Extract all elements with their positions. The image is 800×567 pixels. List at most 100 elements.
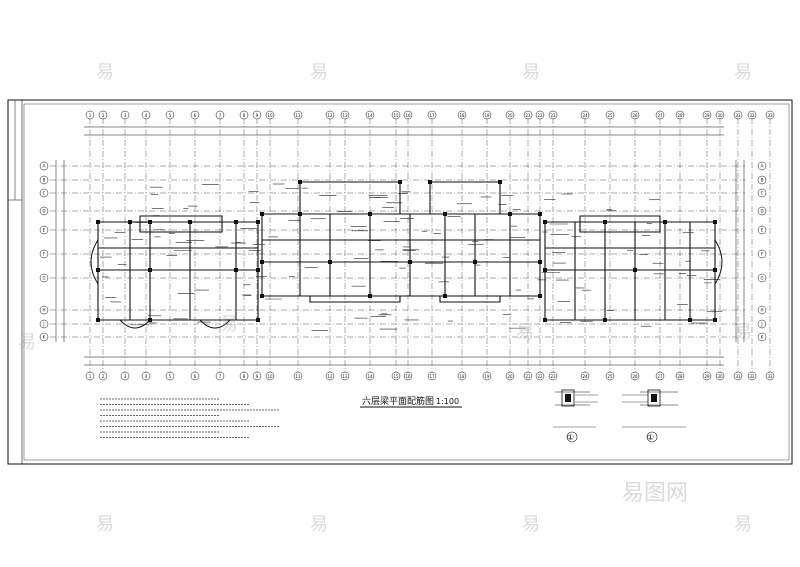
axis-label: 11 bbox=[295, 113, 301, 118]
axis-bubble bbox=[535, 110, 545, 120]
axis-label: 28 bbox=[677, 113, 683, 118]
axis-label: 24 bbox=[582, 374, 588, 379]
axis-bubble bbox=[733, 110, 743, 120]
axis-label: 26 bbox=[632, 113, 638, 118]
axis-bubble bbox=[715, 371, 725, 381]
axis-label: 29 bbox=[704, 113, 710, 118]
detail-mark-circle bbox=[646, 431, 658, 443]
axis-label: 9 bbox=[256, 374, 259, 379]
axis-label: B bbox=[761, 178, 764, 183]
axis-bubble bbox=[505, 110, 515, 120]
axis-label: 7 bbox=[219, 113, 222, 118]
column bbox=[473, 260, 477, 264]
column bbox=[443, 212, 447, 216]
axis-label: 15 bbox=[393, 374, 399, 379]
axis-bubble bbox=[39, 273, 49, 283]
column bbox=[538, 260, 542, 264]
column bbox=[256, 220, 260, 224]
axis-label: G bbox=[760, 276, 763, 281]
axis-bubble bbox=[482, 371, 492, 381]
axis-bubble bbox=[757, 225, 767, 235]
column bbox=[188, 220, 192, 224]
axis-label: B bbox=[43, 178, 46, 183]
axis-bubble bbox=[757, 273, 767, 283]
axis-bubble bbox=[548, 110, 558, 120]
axis-label: 20 bbox=[507, 374, 513, 379]
column bbox=[260, 294, 264, 298]
axis-label: 16 bbox=[405, 374, 411, 379]
axis-label: 31 bbox=[735, 113, 741, 118]
drawing-title: 六层梁平面配筋图 bbox=[362, 395, 434, 407]
axis-bubble bbox=[675, 371, 685, 381]
axis-label: 28 bbox=[677, 374, 683, 379]
column bbox=[298, 180, 302, 184]
axis-bubble bbox=[39, 225, 49, 235]
column bbox=[713, 268, 717, 272]
axis-label: 3 bbox=[124, 113, 127, 118]
column bbox=[498, 180, 502, 184]
column bbox=[148, 318, 152, 322]
column bbox=[256, 268, 260, 272]
column bbox=[543, 268, 547, 272]
axis-bubble bbox=[630, 371, 640, 381]
axis-label: 14 bbox=[367, 374, 373, 379]
axis-bubble bbox=[215, 110, 225, 120]
axis-bubble bbox=[39, 175, 49, 185]
axis-label: 19 bbox=[484, 113, 490, 118]
detail-2: ① bbox=[622, 389, 686, 443]
axis-bubble bbox=[39, 319, 49, 329]
axis-bubble bbox=[605, 110, 615, 120]
axis-label: 25 bbox=[607, 374, 613, 379]
axis-label: 15 bbox=[393, 113, 399, 118]
axis-label: 1 bbox=[89, 113, 92, 118]
beam-line bbox=[261, 213, 541, 297]
axis-label: 32 bbox=[749, 113, 755, 118]
axis-bubble bbox=[39, 188, 49, 198]
axis-label: 19 bbox=[484, 374, 490, 379]
axis-label: 16 bbox=[405, 113, 411, 118]
axis-bubble bbox=[340, 110, 350, 120]
column bbox=[408, 260, 412, 264]
axis-label: K bbox=[761, 335, 764, 340]
axis-bubble bbox=[523, 110, 533, 120]
axis-label: 21 bbox=[525, 374, 531, 379]
column bbox=[603, 318, 607, 322]
axis-bubble bbox=[702, 371, 712, 381]
axis-label: 22 bbox=[537, 113, 543, 118]
axis-label: 6 bbox=[194, 113, 197, 118]
axis-bubble bbox=[190, 371, 200, 381]
floor-plan bbox=[90, 180, 723, 331]
axis-bubble bbox=[757, 305, 767, 315]
axis-bubble bbox=[535, 371, 545, 381]
axis-label: D bbox=[760, 209, 763, 214]
beam-line bbox=[309, 295, 401, 303]
axis-bubble bbox=[120, 110, 130, 120]
axis-bubble bbox=[325, 110, 335, 120]
axis-bubble bbox=[757, 188, 767, 198]
axis-bubble bbox=[757, 319, 767, 329]
axis-bubble bbox=[165, 371, 175, 381]
column bbox=[96, 220, 100, 224]
axis-label: 17 bbox=[429, 374, 435, 379]
bay-window bbox=[119, 319, 151, 329]
axis-bubble bbox=[340, 371, 350, 381]
axis-label: 22 bbox=[537, 374, 543, 379]
axis-bubble bbox=[403, 371, 413, 381]
axis-label: 18 bbox=[459, 374, 465, 379]
column bbox=[398, 180, 402, 184]
axis-bubble bbox=[39, 332, 49, 342]
axis-bubble bbox=[427, 110, 437, 120]
axis-bubble bbox=[190, 110, 200, 120]
axis-label: 29 bbox=[704, 374, 710, 379]
axis-label: 4 bbox=[145, 374, 148, 379]
axis-bubble bbox=[702, 110, 712, 120]
axis-bubble bbox=[765, 371, 775, 381]
axis-label: 11 bbox=[295, 374, 301, 379]
axis-bubble bbox=[733, 371, 743, 381]
axis-label: D bbox=[42, 209, 45, 214]
column bbox=[234, 220, 238, 224]
detail-mark: ① bbox=[567, 433, 574, 442]
axis-bubble bbox=[523, 371, 533, 381]
column bbox=[713, 318, 717, 322]
column bbox=[368, 212, 372, 216]
